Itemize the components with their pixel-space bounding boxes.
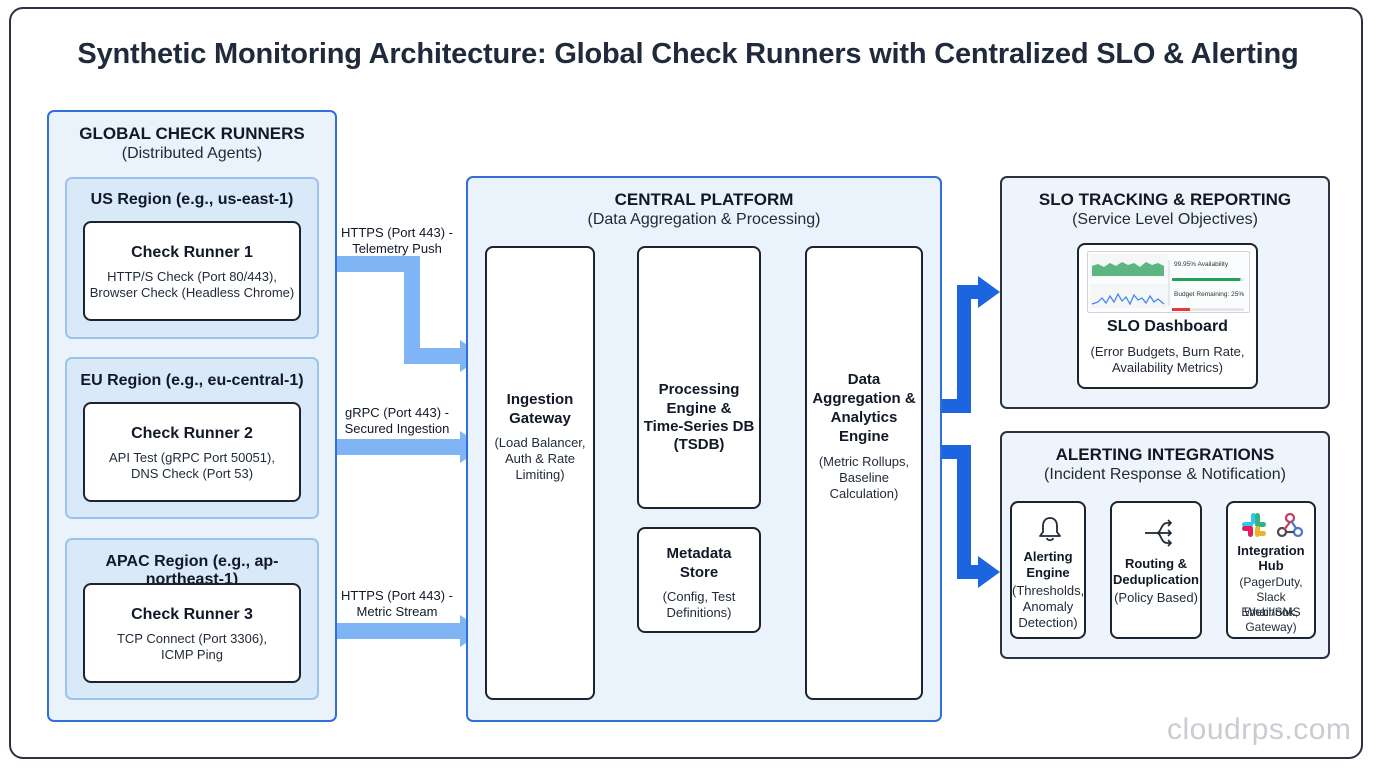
burn-rate-sparkline — [1091, 292, 1165, 306]
integration-hub-desc-2: Slack Webhook, — [1244, 590, 1298, 619]
check-runner-1-check-b: Browser Check (Headless Chrome) — [89, 285, 295, 300]
connection-label-1-line1: HTTPS (Port 443) - — [341, 225, 453, 240]
arrow-runner1-to-ingestion — [302, 256, 464, 364]
webhook-icon — [1276, 512, 1304, 538]
slo-dashboard-preview: 99.95% Availability Budget Remaining: 25… — [1087, 251, 1250, 313]
check-runner-1: Check Runner 1 HTTP/S Check (Port 80/443… — [83, 221, 301, 321]
data-aggregation-engine: Data Aggregation & Analytics Engine (Met… — [805, 246, 923, 700]
check-runner-2-check-b: DNS Check (Port 53) — [130, 466, 254, 481]
connection-label-3-line2: Metric Stream — [356, 604, 438, 619]
aggregation-name-4: Engine — [838, 428, 889, 445]
availability-fill — [1172, 278, 1241, 281]
alerting-engine-name-1: Alerting — [1023, 549, 1073, 564]
integration-hub-desc-1: (PagerDuty, — [1239, 575, 1303, 589]
aggregation-name-3: Analytics — [830, 409, 898, 426]
integration-hub-name-1: Integration — [1237, 543, 1305, 558]
ingestion-gateway: Ingestion Gateway (Load Balancer, Auth &… — [485, 246, 595, 700]
alerting-engine-desc-3: Detection) — [1018, 615, 1078, 630]
check-runner-2: Check Runner 2 API Test (gRPC Port 50051… — [83, 402, 301, 502]
processing-name-4: (TSDB) — [673, 436, 725, 453]
runners-panel-title: GLOBAL CHECK RUNNERS — [79, 124, 305, 143]
alerting-panel-title: ALERTING INTEGRATIONS — [1055, 445, 1275, 464]
connection-label-2-line2: Secured Ingestion — [344, 421, 450, 436]
integration-hub-desc-3: Email/SMS — [1241, 605, 1301, 619]
arrowhead-alerting — [978, 556, 1000, 588]
slo-panel-subtitle: (Service Level Objectives) — [1072, 211, 1258, 228]
aggregation-desc-3: Calculation) — [829, 486, 899, 501]
ingestion-gateway-desc-3: Limiting) — [515, 467, 565, 482]
connection-label-3: HTTPS (Port 443) - Metric Stream — [322, 588, 472, 620]
routing-desc-1: (Policy Based) — [1114, 590, 1198, 605]
metadata-name-1: Metadata — [666, 545, 732, 562]
integration-hub-desc-4: Gateway) — [1245, 620, 1297, 634]
slo-panel-title: SLO TRACKING & REPORTING — [1038, 190, 1292, 209]
metadata-name-2: Store — [679, 564, 719, 581]
dashboard-preview-chart — [1090, 254, 1244, 311]
slo-dashboard: 99.95% Availability Budget Remaining: 25… — [1077, 243, 1258, 389]
slo-dashboard-title: SLO Dashboard — [1107, 318, 1228, 335]
slo-dashboard-desc-2: Availability Metrics) — [1111, 360, 1223, 375]
ingestion-gateway-desc-1: (Load Balancer, — [494, 435, 586, 450]
check-runner-3-check-b: ICMP Ping — [161, 647, 223, 662]
connection-label-2-line1: gRPC (Port 443) - — [344, 405, 450, 420]
alerting-engine-desc-1: (Thresholds, — [1012, 583, 1085, 598]
budget-metric: Budget Remaining: 25% — [1174, 291, 1245, 298]
aggregation-desc-2: Baseline — [839, 470, 889, 485]
availability-metric: 99.95% Availability — [1174, 261, 1229, 268]
ingestion-gateway-name-2: Gateway — [509, 410, 571, 427]
check-runner-3-check-a: TCP Connect (Port 3306), — [116, 631, 268, 646]
routing-icon — [1145, 519, 1173, 547]
aggregation-name-2: Aggregation & — [812, 390, 916, 407]
metadata-desc-1: (Config, Test — [662, 589, 736, 604]
integration-hub-name-2: Hub — [1258, 558, 1284, 573]
arrowhead-slo — [978, 276, 1000, 308]
processing-name-3: Time-Series DB — [643, 418, 755, 435]
processing-name-1: Processing — [658, 381, 740, 398]
aggregation-desc-1: (Metric Rollups, — [818, 454, 910, 469]
routing-name-2: Deduplication — [1113, 572, 1199, 587]
budget-fill — [1172, 308, 1190, 311]
arrow-aggregation-to-alerting — [924, 445, 982, 579]
slo-dashboard-desc-1: (Error Budgets, Burn Rate, — [1090, 344, 1245, 359]
connection-label-1-line2: Telemetry Push — [352, 241, 442, 256]
arrow-aggregation-to-slo — [924, 285, 982, 413]
ingestion-gateway-desc-2: Auth & Rate — [504, 451, 576, 466]
alerting-engine-name-2: Engine — [1026, 565, 1070, 580]
availability-sparkline — [1092, 262, 1164, 276]
check-runner-3-title: Check Runner 3 — [131, 606, 253, 623]
connection-label-3-line1: HTTPS (Port 443) - — [341, 588, 453, 603]
connection-label-2: gRPC (Port 443) - Secured Ingestion — [322, 405, 472, 437]
metadata-desc-2: Definitions) — [666, 605, 732, 620]
alerting-panel-subtitle: (Incident Response & Notification) — [1044, 466, 1286, 483]
alerting-engine: Alerting Engine (Thresholds, Anomaly Det… — [1010, 501, 1086, 639]
central-platform-subtitle: (Data Aggregation & Processing) — [587, 211, 821, 228]
ingestion-gateway-name-1: Ingestion — [506, 391, 574, 408]
metadata-store: Metadata Store (Config, Test Definitions… — [637, 527, 761, 633]
aggregation-name-1: Data — [847, 371, 881, 388]
central-platform-title: CENTRAL PLATFORM — [614, 190, 794, 209]
diagram-title: Synthetic Monitoring Architecture: Globa… — [77, 38, 1299, 70]
check-runner-2-check-a: API Test (gRPC Port 50051), — [109, 450, 275, 465]
integration-hub: Integration Hub (PagerDuty, Slack Webhoo… — [1226, 501, 1316, 639]
routing-name-1: Routing & — [1124, 556, 1188, 571]
processing-name-2: Engine & — [666, 400, 732, 417]
region-eu-label: EU Region (e.g., eu-central-1) — [80, 372, 304, 389]
slack-icon — [1242, 513, 1266, 537]
bell-icon — [1039, 517, 1061, 542]
region-us-label: US Region (e.g., us-east-1) — [90, 191, 294, 208]
processing-engine-tsdb: Processing Engine & Time-Series DB (TSDB… — [637, 246, 761, 509]
check-runner-1-check-a: HTTP/S Check (Port 80/443), — [107, 269, 277, 284]
alerting-engine-desc-2: Anomaly — [1022, 599, 1074, 614]
routing-deduplication: Routing & Deduplication (Policy Based) — [1110, 501, 1202, 639]
runners-panel-subtitle: (Distributed Agents) — [121, 145, 263, 162]
check-runner-2-title: Check Runner 2 — [131, 425, 253, 442]
connection-label-1: HTTPS (Port 443) - Telemetry Push — [322, 225, 472, 257]
check-runner-1-title: Check Runner 1 — [131, 244, 253, 261]
check-runner-3: Check Runner 3 TCP Connect (Port 3306), … — [83, 583, 301, 683]
watermark: cloudrps.com — [1167, 713, 1352, 746]
